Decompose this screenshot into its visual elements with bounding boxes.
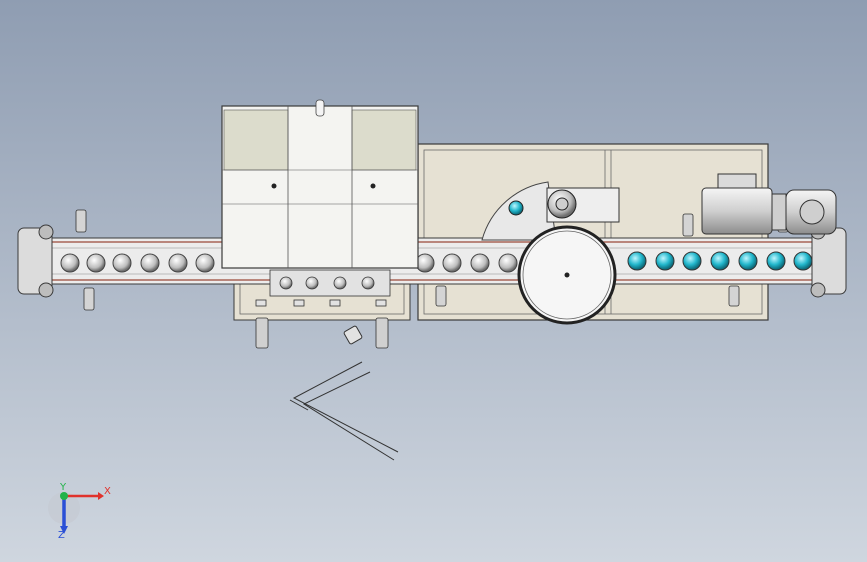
coordinate-triad <box>48 492 104 534</box>
housing-unit <box>221 99 419 269</box>
spray-hose <box>289 325 399 461</box>
drive-motor <box>701 173 837 235</box>
y-axis-label: Y <box>60 482 67 493</box>
saw-assembly <box>481 181 620 325</box>
z-axis-label: Z <box>58 530 65 541</box>
belt-brackets <box>75 209 789 311</box>
support-legs <box>255 317 389 349</box>
conveyor-rollers <box>60 251 813 273</box>
nozzle-block <box>255 269 391 307</box>
x-axis-label: X <box>104 486 111 497</box>
